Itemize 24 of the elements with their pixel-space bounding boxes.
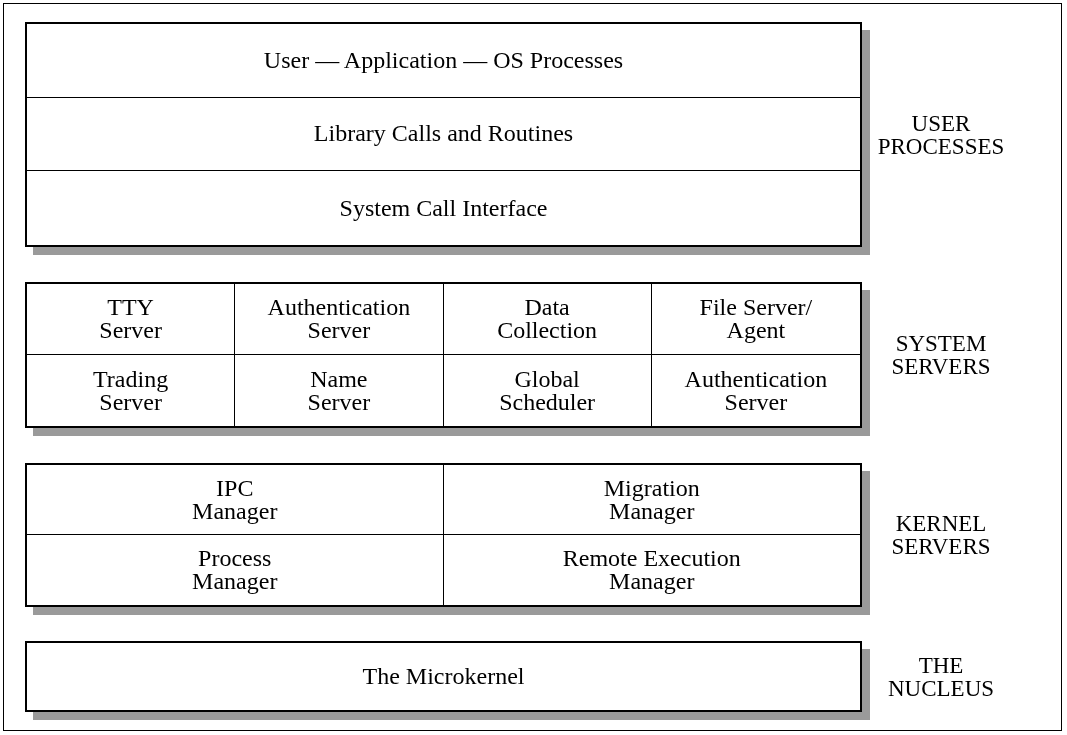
cell-text: Name Server — [306, 367, 372, 414]
cell-text: Global Scheduler — [498, 367, 597, 414]
cell-text: Process Manager — [191, 547, 279, 593]
cell-text: User — Application — OS Processes — [263, 48, 624, 72]
cell-text: Authentication Server — [266, 296, 412, 342]
cell-text: IPC Manager — [191, 476, 279, 523]
cell-text: The Microkernel — [362, 665, 525, 688]
cell-text: Migration Manager — [602, 476, 701, 523]
cell-text: File Server/ Agent — [698, 296, 814, 342]
layer-cell — [27, 465, 444, 535]
layer-label: KERNEL SERVERS — [890, 512, 992, 558]
layer-cell — [235, 284, 444, 355]
cell-text: Remote Execution Manager — [561, 547, 742, 593]
layer-label: THE NUCLEUS — [886, 653, 996, 700]
cell-text: Library Calls and Routines — [313, 122, 574, 146]
cell-text: Data Collection — [496, 296, 599, 342]
cell-text: System Call Interface — [339, 196, 548, 220]
cell-text: Trading Server — [92, 367, 170, 414]
cell-text: TTY Server — [98, 296, 163, 342]
layer-label: USER PROCESSES — [876, 111, 1006, 158]
layer-cell — [443, 284, 652, 355]
layer-label: SYSTEM SERVERS — [890, 332, 992, 378]
layer-cell — [27, 284, 236, 355]
cell-text: Authentication Server — [683, 367, 829, 414]
